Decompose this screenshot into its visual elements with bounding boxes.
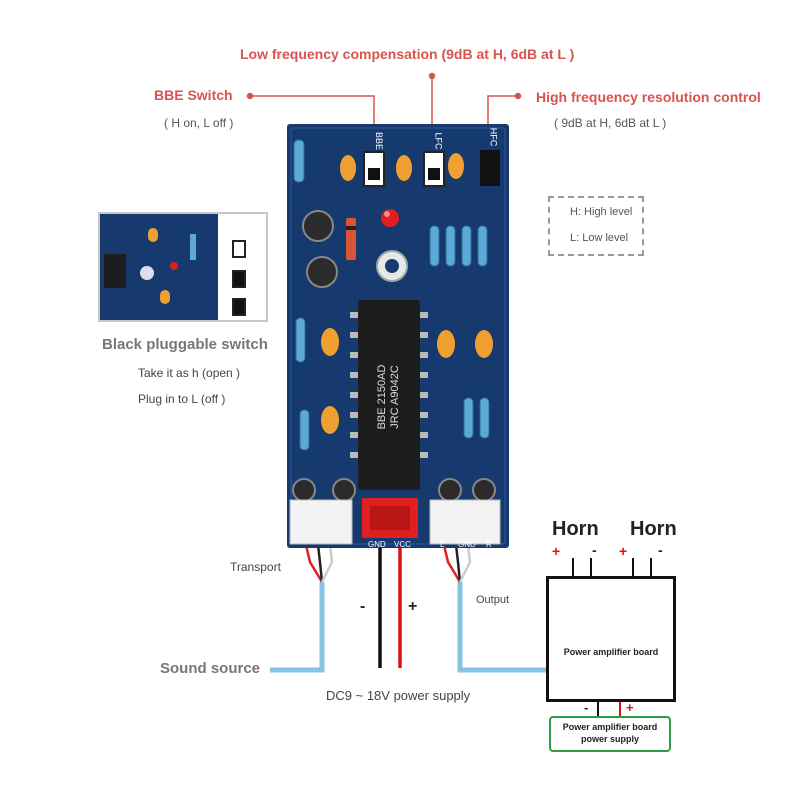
power-supply-label: DC9 ~ 18V power supply	[326, 688, 471, 703]
inset-jumper-3	[232, 298, 246, 316]
amp-supply-label: Power amplifier board power supply	[562, 722, 658, 744]
inset-pcb	[100, 214, 218, 320]
output-wire	[457, 582, 546, 673]
transport-label: Transport	[230, 560, 281, 574]
inset-jumper-2	[232, 270, 246, 288]
plug-l-text: Plug in to L (off )	[138, 392, 226, 406]
connector-leads	[304, 544, 472, 583]
power-minus-label: -	[360, 598, 366, 615]
ic-chip-line2: JRC A9042C	[389, 365, 401, 429]
sound-source-label: Sound source	[160, 660, 261, 677]
led	[381, 209, 399, 227]
legend-low: L: Low level	[570, 232, 629, 244]
bbe-switch-subtitle: ( H on, L off )	[164, 116, 234, 130]
jumper-label-hfc: HFC	[488, 127, 499, 147]
power-plus-label: +	[408, 598, 418, 615]
low-freq-title: Low frequency compensation (9dB at H, 6d…	[240, 46, 575, 62]
connector-label-gnd-2: GND	[458, 540, 476, 549]
take-h-text: Take it as h (open )	[138, 366, 241, 380]
bbe-switch-title: BBE Switch	[154, 87, 233, 103]
inset-board-photo	[98, 212, 268, 322]
amp-supply-plus: +	[626, 700, 634, 715]
power-leads	[378, 540, 402, 668]
connectors	[289, 498, 501, 545]
high-freq-title: High frequency resolution control	[536, 89, 761, 105]
horn-left-plus: +	[552, 543, 561, 559]
power-amplifier-board: Power amplifier board	[546, 576, 676, 702]
signal-wires	[270, 582, 546, 673]
jumper-label-bbe: BBE	[374, 131, 385, 151]
ic-chip-label: BBE 2150AD JRC A9042C	[376, 360, 402, 434]
amp-power-supply-box: Power amplifier board power supply	[549, 716, 671, 752]
connector-label-vcc: VCC	[394, 540, 411, 549]
black-switch-title: Black pluggable switch	[102, 336, 268, 353]
ic-chip-line1: BBE 2150AD	[376, 364, 388, 430]
pcb-board	[287, 124, 509, 548]
legend-high: H: High level	[570, 206, 633, 218]
output-label: Output	[476, 594, 510, 606]
connector-label-r: R	[486, 540, 492, 549]
amp-supply-minus: -	[584, 700, 589, 715]
connector-label-l: L	[440, 540, 445, 549]
diode	[346, 218, 356, 260]
horn-left-minus: -	[592, 542, 597, 558]
high-freq-subtitle: ( 9dB at H, 6dB at L )	[554, 116, 667, 130]
inset-jumper-1	[232, 240, 246, 258]
horn-right-label: Horn	[630, 518, 677, 540]
jumper-label-lfc: LFC	[433, 132, 444, 150]
amp-wires	[572, 558, 652, 718]
horn-right-plus: +	[619, 543, 628, 559]
level-legend-box: H: High level L: Low level	[548, 196, 644, 256]
amp-board-label: Power amplifier board	[563, 647, 659, 657]
electrolytic-capacitors	[292, 210, 496, 502]
ic-chip	[350, 300, 428, 490]
horn-left-label: Horn	[552, 518, 599, 540]
resistors	[293, 139, 490, 451]
jumper-headers	[363, 150, 500, 187]
sound-source-wire	[270, 582, 325, 673]
horn-right-minus: -	[658, 542, 663, 558]
connector-label-gnd-1: GND	[368, 540, 386, 549]
ceramic-capacitors	[321, 153, 493, 434]
